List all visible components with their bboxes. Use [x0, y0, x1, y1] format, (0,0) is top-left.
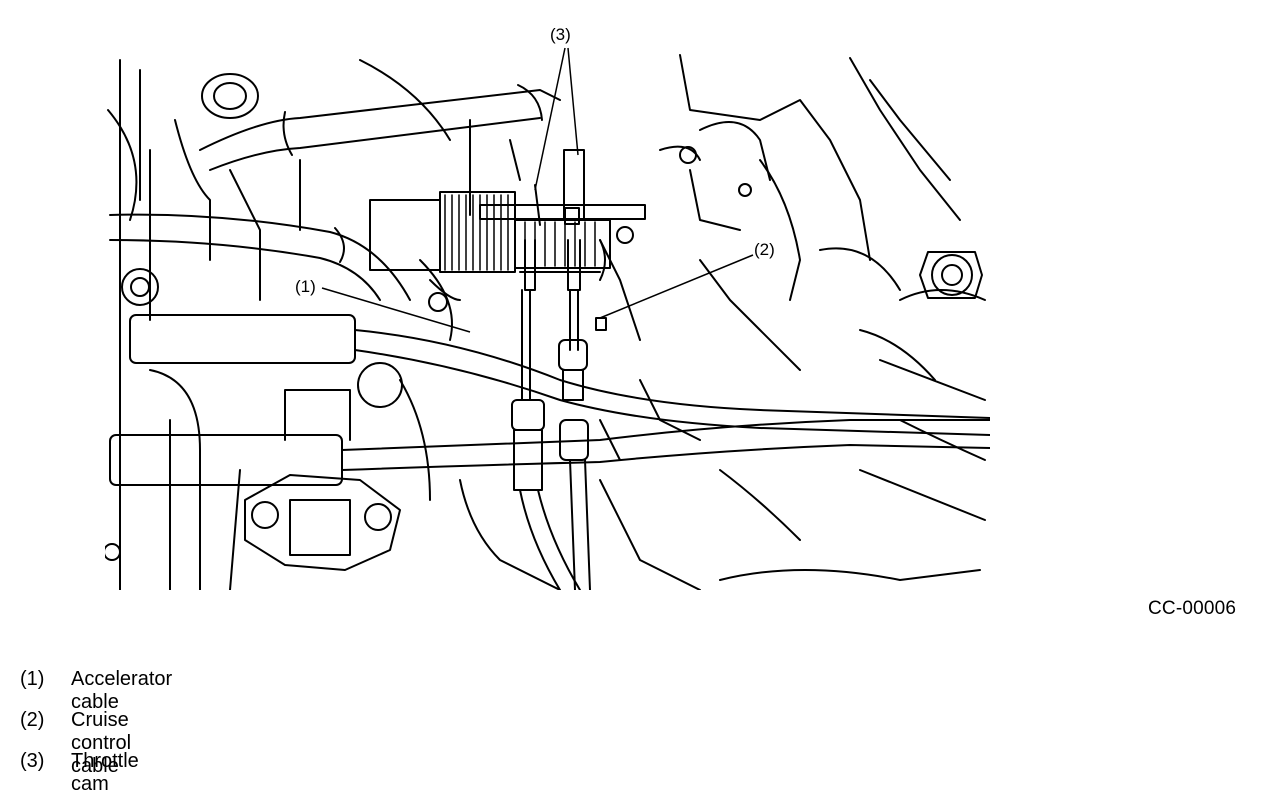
throttle-cam-assembly [369, 149, 646, 331]
figure-code: CC-00006 [1148, 598, 1237, 619]
callout-3: (3) [550, 25, 571, 44]
lower-harness [109, 314, 990, 486]
legend-number: (2) [20, 709, 45, 731]
legend-number: (3) [20, 750, 45, 772]
legend-label: Cruise control cable [71, 709, 132, 777]
callout-2: (2) [754, 240, 775, 259]
throttle-cables [511, 289, 591, 590]
legend-label: Throttle cam [71, 750, 139, 795]
callout-1: (1) [295, 277, 316, 296]
mounting-bolts [105, 146, 983, 571]
upper-hose [199, 73, 561, 171]
left-hose [109, 213, 411, 301]
callout-leaders [321, 47, 754, 333]
engine-block-outline [107, 54, 986, 590]
legend-label: Accelerator cable [71, 668, 173, 713]
legend-number: (1) [20, 668, 45, 690]
throttle-cable-illustration: (1) (2) (3) [105, 25, 990, 590]
